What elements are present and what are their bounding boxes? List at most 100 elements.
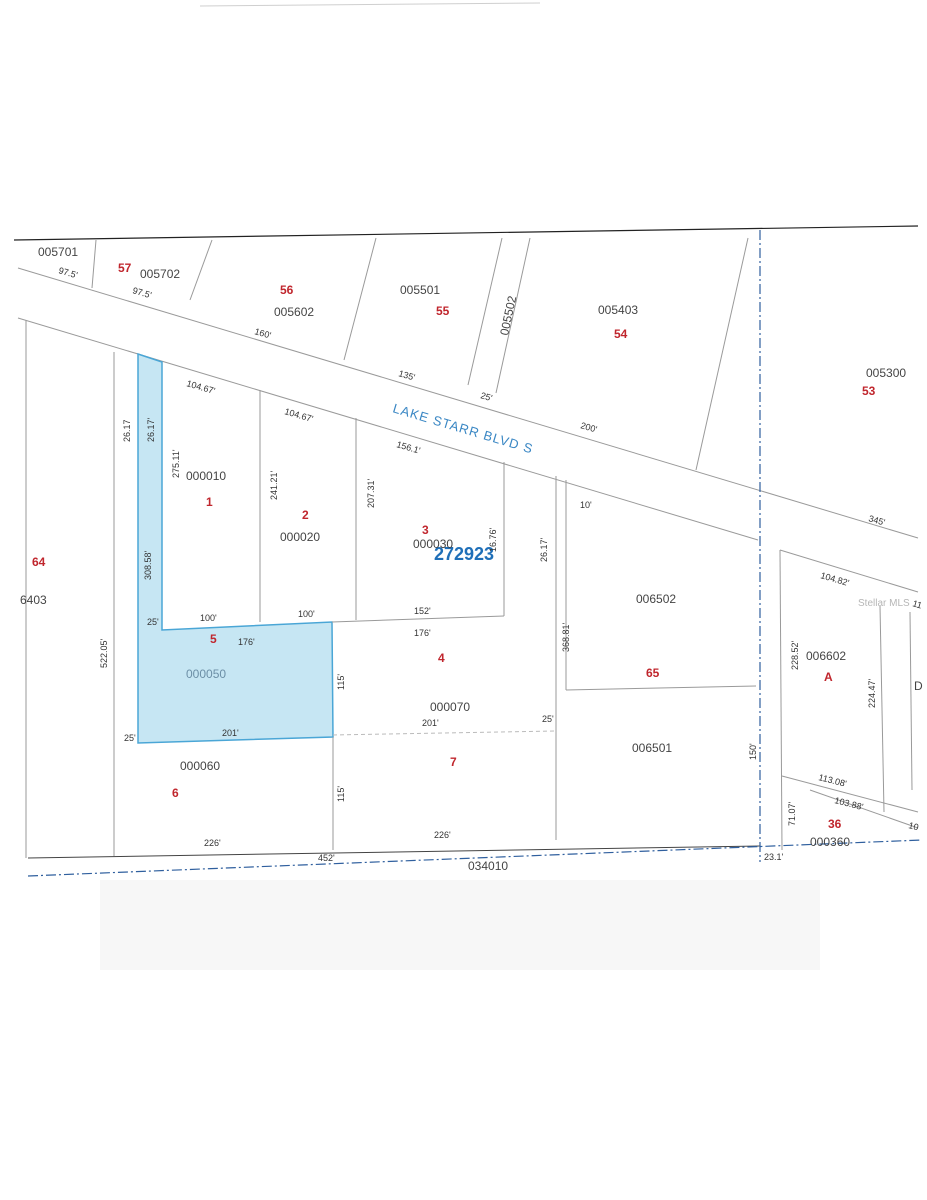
dim-522-05: 522.05' bbox=[99, 638, 109, 668]
dim-104-67a: 104.67' bbox=[185, 378, 216, 396]
lot-36: 36 bbox=[828, 817, 842, 831]
scan-ghost-band bbox=[100, 880, 820, 970]
dim-100b: 100' bbox=[298, 609, 315, 619]
east-lotA-west bbox=[779, 549, 783, 851]
section-number: 272923 bbox=[434, 544, 494, 564]
road-lake-starr bbox=[18, 268, 758, 540]
lot-5: 5 bbox=[210, 632, 217, 646]
lot-6: 6 bbox=[172, 786, 179, 800]
bottom-line-label: 034010 bbox=[468, 859, 508, 873]
parcel-000070: 000070 bbox=[430, 700, 470, 714]
parcel-005702: 005702 bbox=[140, 267, 180, 281]
lot-54: 54 bbox=[614, 327, 628, 341]
dim-241-21: 241.21' bbox=[269, 470, 279, 500]
lot-7: 7 bbox=[450, 755, 457, 769]
dim-201b: 201' bbox=[422, 718, 439, 728]
dim-224-47: 224.47' bbox=[867, 678, 877, 708]
parcel-000060: 000060 bbox=[180, 759, 220, 773]
divider-57-left bbox=[91, 239, 97, 289]
dim-103-88: 103.88' bbox=[834, 795, 865, 812]
dim-176b: 176' bbox=[414, 628, 431, 638]
dim-115a: 115' bbox=[336, 674, 346, 690]
scan-edge-top bbox=[199, 2, 541, 7]
parcel-005403: 005403 bbox=[598, 303, 638, 317]
east-103-line bbox=[809, 789, 919, 829]
lot-55: 55 bbox=[436, 304, 450, 318]
dim-368-81: 368.81' bbox=[561, 622, 571, 652]
watermark: Stellar MLS bbox=[858, 598, 910, 609]
dim-176a: 176' bbox=[238, 637, 255, 647]
parcel-000030: 000030 bbox=[413, 537, 453, 551]
dim-156-1: 156.1' bbox=[395, 439, 421, 455]
map-top-border bbox=[13, 225, 919, 241]
dim-26-17a: 26.17 bbox=[122, 419, 132, 442]
dim-97-5b: 97.5' bbox=[131, 285, 153, 300]
east-lotA-east bbox=[879, 605, 885, 813]
dim-201a: 201' bbox=[222, 728, 239, 738]
road-edge-north bbox=[17, 267, 919, 539]
lot-2: 2 bbox=[302, 508, 309, 522]
lot-56: 56 bbox=[280, 283, 294, 297]
divider-54-53 bbox=[695, 237, 749, 471]
dim-345: 345' bbox=[867, 513, 886, 527]
dim-25a: 25' bbox=[479, 390, 493, 403]
lot-3: 3 bbox=[422, 523, 429, 537]
dim-115b: 115' bbox=[336, 786, 346, 802]
road-edge-south-east bbox=[779, 549, 919, 593]
lot-57: 57 bbox=[118, 261, 132, 275]
lots-south-line bbox=[331, 615, 505, 623]
divider-56-55 bbox=[343, 237, 377, 361]
lot-1: 1 bbox=[206, 495, 213, 509]
dim-104-67b: 104.67' bbox=[283, 406, 314, 424]
east-113-line bbox=[781, 775, 919, 813]
lot-53: 53 bbox=[862, 384, 876, 398]
dim-10: 10' bbox=[580, 500, 592, 510]
dim-10x: 10 bbox=[908, 820, 920, 832]
dim-150: 150' bbox=[748, 743, 758, 760]
dim-100a: 100' bbox=[200, 613, 217, 623]
parcel-D: D bbox=[914, 679, 923, 693]
dim-275-11: 275.11' bbox=[171, 449, 181, 478]
dim-104-82: 104.82' bbox=[819, 570, 850, 588]
lot-65: 65 bbox=[646, 666, 660, 680]
lot-A: A bbox=[824, 670, 833, 684]
dim-308-58: 308.58' bbox=[143, 550, 153, 580]
dim-71-07: 71.07' bbox=[787, 801, 797, 826]
dim-135: 135' bbox=[397, 368, 416, 382]
bottom-blue-line bbox=[27, 839, 923, 877]
lot-64: 64 bbox=[32, 555, 46, 569]
dim-452: 452' bbox=[318, 853, 335, 863]
dim-16-76: 16.76' bbox=[488, 527, 498, 552]
dim-200: 200' bbox=[579, 420, 598, 434]
dim-26-17c: 26.17' bbox=[539, 537, 549, 562]
parcel-005300: 005300 bbox=[866, 366, 906, 380]
parcel-6403: 6403 bbox=[20, 593, 47, 607]
lot-divider-201-dash bbox=[332, 730, 557, 736]
dim-25b: 25' bbox=[147, 617, 159, 627]
parcel-006502: 006502 bbox=[636, 592, 676, 606]
dim-25c: 25' bbox=[542, 714, 554, 724]
parcel-000010: 000010 bbox=[186, 469, 226, 483]
dim-228-52: 228.52' bbox=[790, 640, 800, 670]
parcel-005502: 005502 bbox=[497, 294, 519, 336]
divider-55-502b bbox=[495, 237, 531, 394]
dim-25d: 25' bbox=[124, 733, 136, 743]
parcel-006501: 006501 bbox=[632, 741, 672, 755]
parcel-000360: 000360 bbox=[810, 835, 850, 849]
parcel-005701: 005701 bbox=[38, 245, 78, 259]
lot65-south-line bbox=[565, 685, 757, 691]
dim-152: 152' bbox=[414, 606, 431, 616]
dim-226b: 226' bbox=[434, 830, 451, 840]
dim-207-31: 207.31' bbox=[366, 478, 376, 508]
dim-26-17b: 26.17' bbox=[146, 417, 156, 442]
east-lotD-east bbox=[909, 611, 913, 791]
dim-11: 11 bbox=[911, 598, 923, 610]
bottom-boundary bbox=[27, 845, 761, 859]
parcel-005501: 005501 bbox=[400, 283, 440, 297]
parcel-000050: 000050 bbox=[186, 667, 226, 681]
dim-97-5a: 97.5' bbox=[57, 265, 79, 280]
lot-4: 4 bbox=[438, 651, 445, 665]
divider-57-56 bbox=[189, 239, 213, 301]
parcel-000020: 000020 bbox=[280, 530, 320, 544]
